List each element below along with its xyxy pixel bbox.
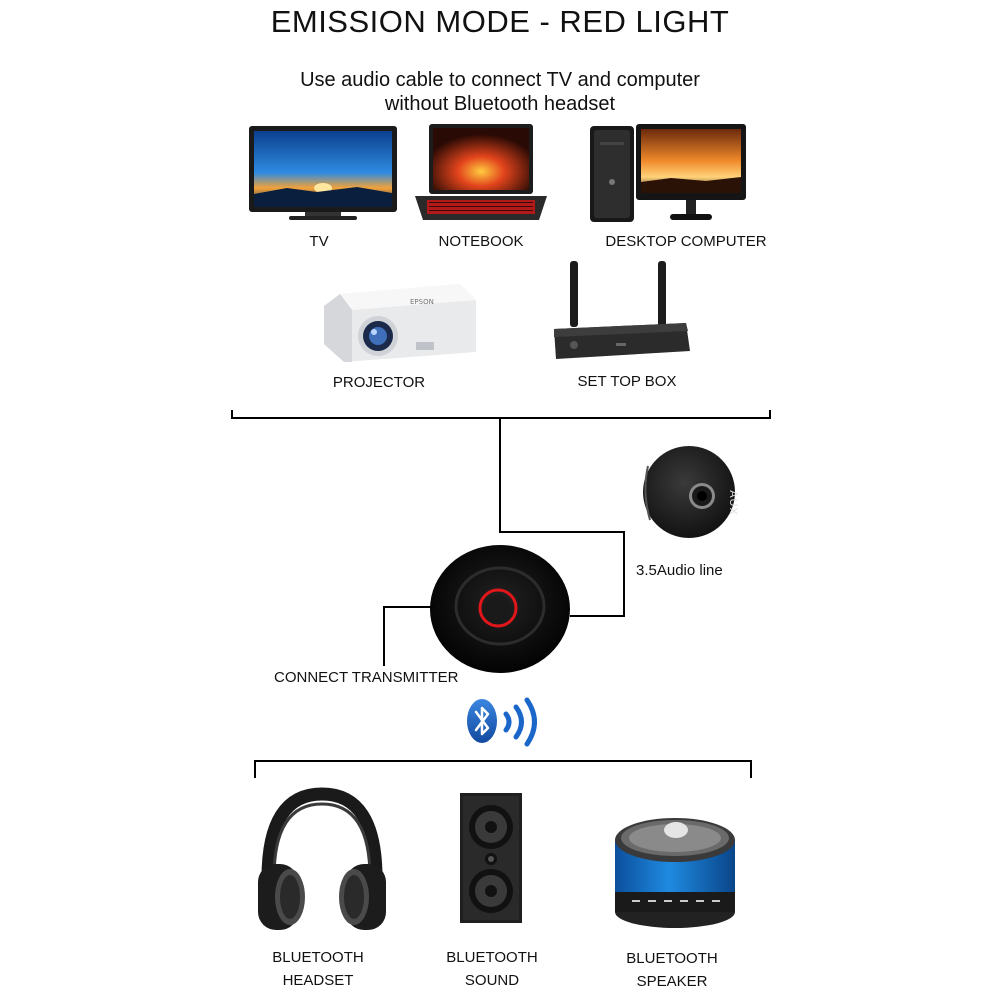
cable-horizontal-top [499,531,625,533]
notebook-label: NOTEBOOK [438,233,524,250]
subtitle-line-2: without Bluetooth headset [384,93,616,115]
cable-to-transmitter [570,615,625,617]
bluetooth-headset-label: BLUETOOTH HEADSET [262,946,374,992]
cable-vertical-right [623,531,625,617]
bluetooth-speaker-label-line1: BLUETOOTH [626,950,718,967]
portable-speaker-icon [610,800,740,932]
signal-waves-icon [500,694,544,750]
tv-label: TV [309,233,329,250]
transmitter-label: CONNECT TRANSMITTER [274,669,459,686]
bluetooth-headset-label-line1: BLUETOOTH [272,949,364,966]
receivers-bracket-right-tick [750,760,752,778]
audio-line-label: 3.5Audio line [636,562,723,579]
sources-bracket-right-tick [769,410,771,419]
svg-text:EPSON: EPSON [410,298,434,306]
transmitter-lead-vertical [383,606,385,666]
transmitter-device [428,544,572,674]
bluetooth-sound-label-line1: BLUETOOTH [446,949,538,966]
projector-icon: EPSON [320,274,478,370]
page-title: EMISSION MODE - RED LIGHT [270,4,730,39]
desktop-computer-label: DESKTOP COMPUTER [605,233,767,250]
tv-icon [247,124,399,222]
set-top-box-icon [552,259,692,365]
projector-label: PROJECTOR [332,374,426,391]
aux-port-label: AUX [727,490,739,516]
sources-bracket-left-tick [231,410,233,419]
receivers-bracket [254,760,752,762]
set-top-box-label: SET TOP BOX [577,373,677,390]
page-subtitle: Use audio cable to connect TV and comput… [0,68,1000,116]
laptop-icon [413,122,549,222]
bluetooth-speaker-label: BLUETOOTH SPEAKER [616,947,728,993]
subtitle-line-1: Use audio cable to connect TV and comput… [300,69,700,91]
bluetooth-speaker-label-line2: SPEAKER [636,973,708,990]
transmitter-lead-horizontal [383,606,433,608]
aux-port-icon [638,446,740,538]
cable-vertical [499,417,501,533]
bluetooth-sound-label-line2: SOUND [464,972,520,989]
bluetooth-icon [462,694,546,750]
bluetooth-sound-label: BLUETOOTH SOUND [436,946,548,992]
desktop-computer-icon [586,122,750,226]
bookshelf-speaker-icon [460,793,522,923]
sources-bracket [231,417,771,419]
receivers-bracket-left-tick [254,760,256,778]
headphones-icon [254,786,390,934]
bluetooth-headset-label-line2: HEADSET [282,972,354,989]
